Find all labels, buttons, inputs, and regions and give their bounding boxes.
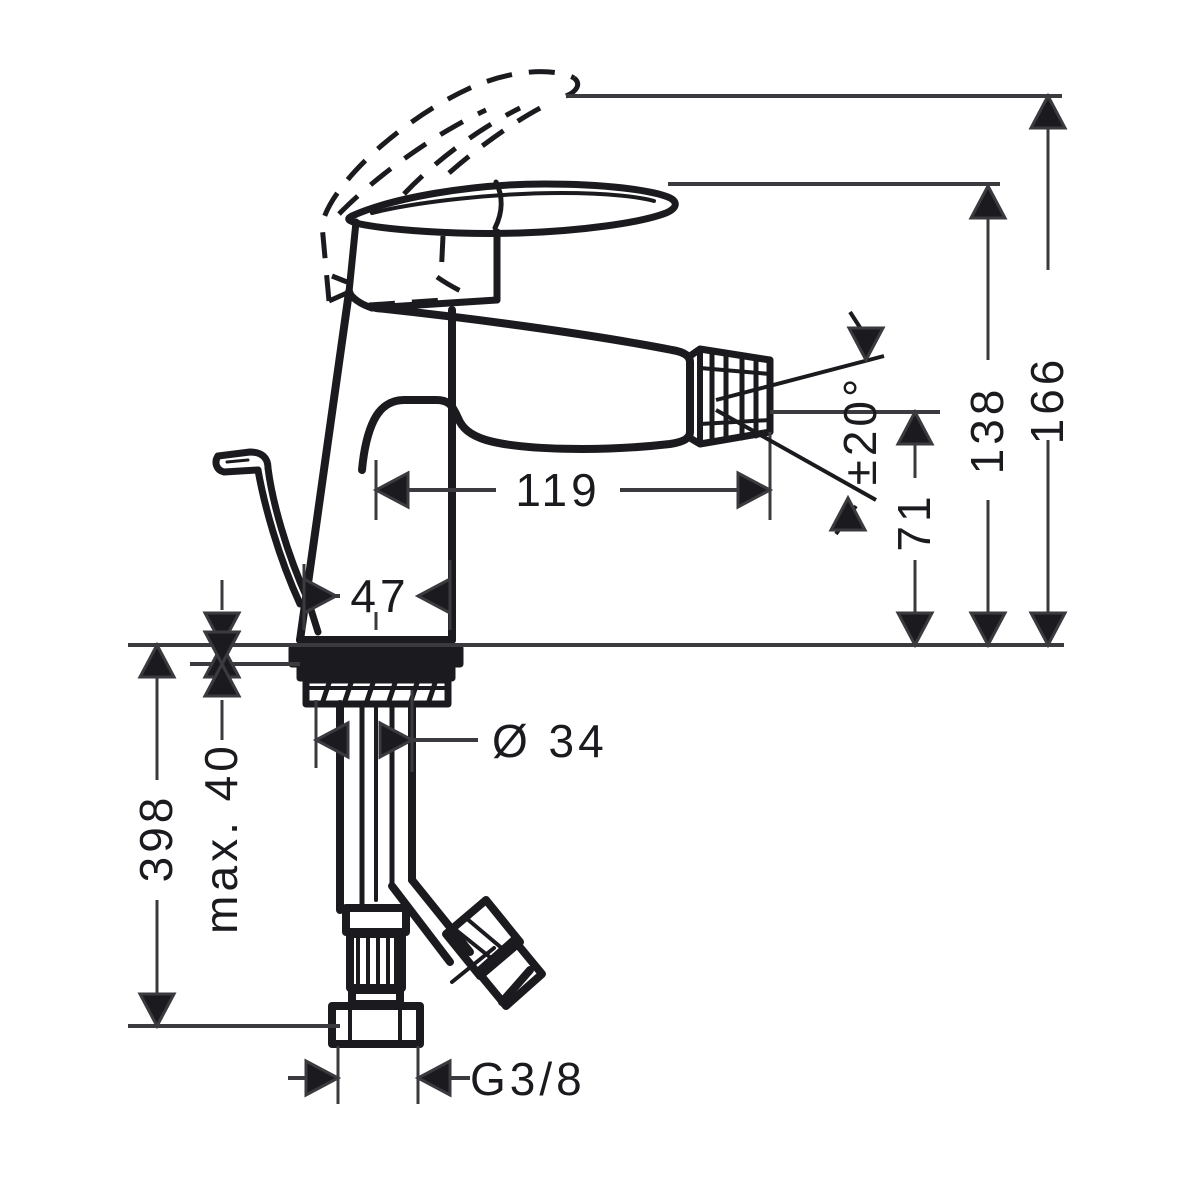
dim-label-swivel-angle: ±20° xyxy=(834,375,886,486)
dim-label-47: 47 xyxy=(350,570,409,622)
angle-arrow-lower xyxy=(829,496,867,532)
dim-47-arrow-right xyxy=(416,577,452,615)
dim-138-arrow-top xyxy=(969,184,1007,220)
dim-71-arrow-bottom xyxy=(896,611,934,647)
dimension-g38 xyxy=(288,1046,470,1104)
dim-398-arrow-bottom xyxy=(138,992,176,1028)
dim-label-max-40: max. 40 xyxy=(195,742,247,934)
dim-166-arrow-top xyxy=(1029,94,1067,130)
spout-arm xyxy=(358,304,694,474)
lever-ghost-outline xyxy=(319,69,581,308)
deck-mounting-assembly xyxy=(288,644,464,708)
dimension-diameter-34 xyxy=(314,690,478,772)
dim-138-arrow-bottom xyxy=(969,611,1007,647)
dim-119-arrow-right xyxy=(736,471,772,509)
angle-arrow-upper xyxy=(847,326,885,362)
dim-47-arrow-left xyxy=(302,577,338,615)
dim-71-arrow-top xyxy=(896,410,934,446)
dim-label-119: 119 xyxy=(515,464,600,516)
lever-handle xyxy=(345,180,679,237)
dim-max40-arrow-lower xyxy=(203,630,241,666)
dim-g38-arrow-left xyxy=(304,1059,340,1097)
dim-label-diameter-34: Ø 34 xyxy=(492,715,608,767)
dim-label-398: 398 xyxy=(130,794,182,883)
dimension-labels: 166 138 71 119 47 Ø 34 398 max. 40 G3/8 … xyxy=(130,356,1073,1105)
dim-label-166: 166 xyxy=(1021,356,1073,445)
dim-label-71: 71 xyxy=(888,492,940,551)
dim-398-arrow-top xyxy=(138,643,176,679)
dim-119-arrow-left xyxy=(374,471,410,509)
dim-g38-arrow-right xyxy=(416,1059,452,1097)
lever-hinge-mark xyxy=(492,179,504,231)
dim-34-arrow-right xyxy=(378,721,414,759)
dim-34-arrow-left xyxy=(314,721,350,759)
dim-label-138: 138 xyxy=(961,386,1013,475)
dim-label-g38: G3/8 xyxy=(470,1053,586,1105)
dim-166-arrow-bottom xyxy=(1029,611,1067,647)
